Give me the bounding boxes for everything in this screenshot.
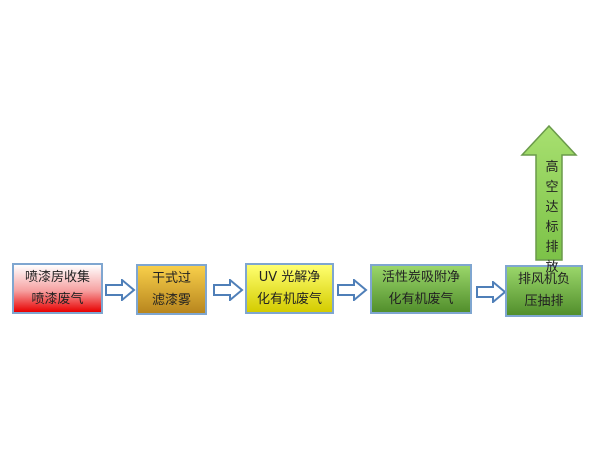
up-arrow-icon [520, 124, 578, 261]
right-arrow-icon [476, 281, 507, 303]
right-arrow-icon [337, 279, 368, 301]
char: 达 [545, 200, 559, 215]
char: 放 [545, 260, 559, 275]
char: 排 [545, 240, 559, 255]
step-uv-photolysis: UV 光解净 化有机废气 [245, 263, 334, 314]
step-label: 化有机废气 [388, 292, 454, 307]
char: 空 [545, 180, 559, 195]
step-label: 活性炭吸附净 [381, 270, 460, 285]
final-discharge-label: 高 空 达 标 排 放 [542, 158, 562, 278]
step-label: 喷漆房收集 [24, 269, 90, 285]
step-label: 压抽排 [524, 294, 564, 309]
step-label: 滤漆雾 [151, 292, 191, 308]
step-label: 化有机废气 [256, 291, 322, 307]
step-dry-filter: 干式过 滤漆雾 [136, 264, 207, 315]
char: 高 [545, 160, 559, 175]
right-arrow-icon [105, 279, 136, 301]
step-activated-carbon: 活性炭吸附净 化有机废气 [370, 264, 472, 314]
step-label: 排风机负 [517, 272, 570, 287]
step-spray-booth-collection: 喷漆房收集 喷漆废气 [12, 263, 103, 314]
step-exhaust-fan: 排风机负 压抽排 [505, 265, 583, 317]
step-label: 喷漆废气 [31, 291, 84, 307]
right-arrow-icon [213, 279, 244, 301]
step-label: UV 光解净 [258, 269, 321, 285]
char: 标 [545, 220, 559, 235]
step-label: 干式过 [151, 270, 191, 286]
